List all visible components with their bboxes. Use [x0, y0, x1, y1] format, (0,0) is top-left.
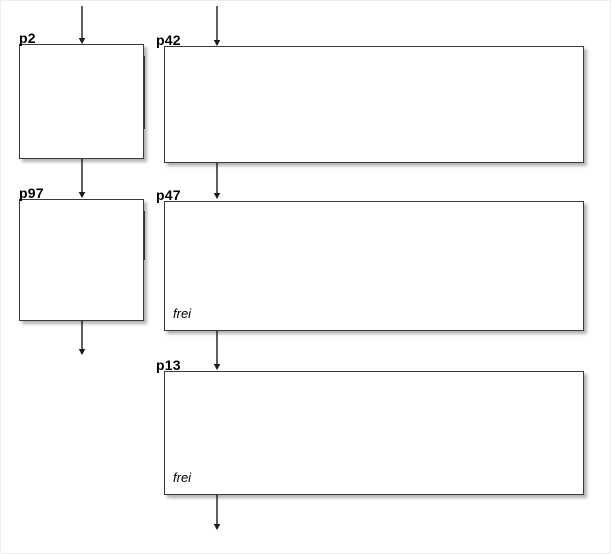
page-label-p42: p42	[156, 32, 181, 48]
page-block-p13[interactable]	[164, 371, 584, 495]
page-label-p47: p47	[156, 187, 181, 203]
free-space-label-p47: frei	[173, 306, 192, 321]
page-block-p2[interactable]	[19, 44, 144, 159]
page-label-p13: p13	[156, 357, 181, 373]
page-label-p97: p97	[19, 185, 44, 201]
free-space-label-p13: frei	[173, 470, 192, 485]
page-block-p47[interactable]	[164, 201, 584, 331]
page-block-p42[interactable]	[164, 46, 584, 163]
page-block-p97[interactable]	[19, 199, 144, 321]
page-label-p2: p2	[19, 30, 36, 46]
